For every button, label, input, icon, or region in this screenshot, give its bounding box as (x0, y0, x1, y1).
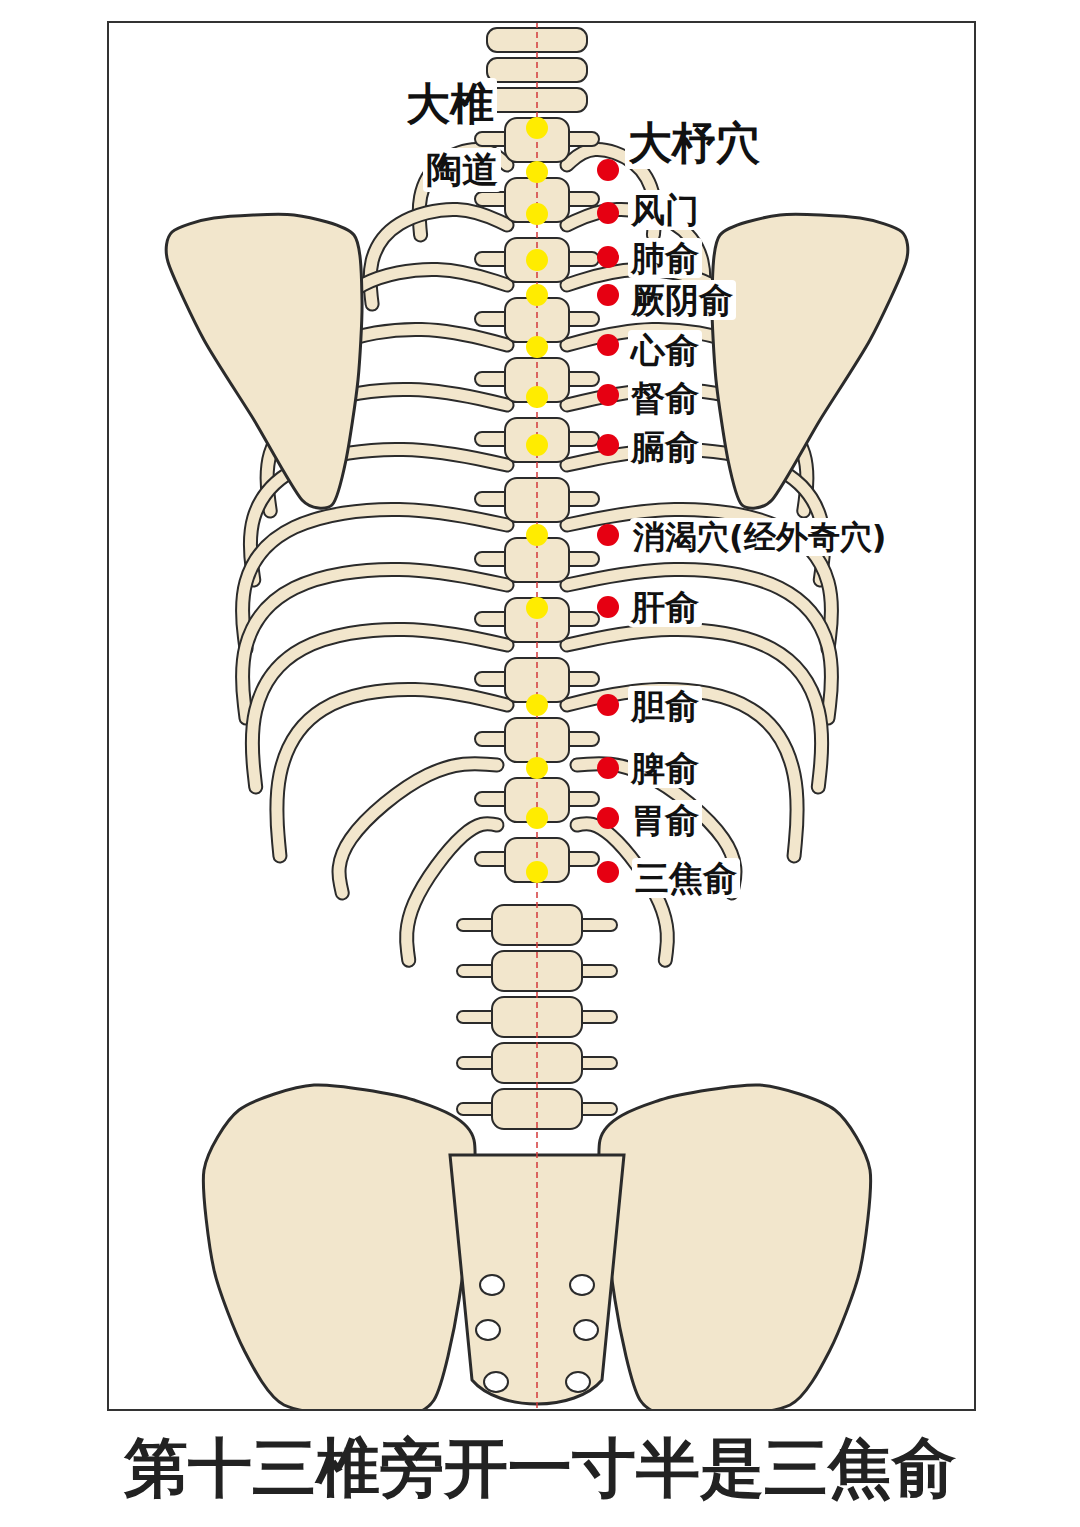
du-meridian-point (526, 861, 548, 883)
du-meridian-point (526, 336, 548, 358)
du-meridian-point (526, 524, 548, 546)
sacral-foramen (566, 1372, 590, 1392)
acupoint-label: 厥阴俞 (628, 280, 736, 321)
acupoint-label: 肺俞 (628, 238, 702, 279)
sacral-foramen (570, 1275, 594, 1295)
bladder-meridian-point (597, 524, 619, 546)
rib (407, 824, 497, 961)
bladder-meridian-point (597, 694, 619, 716)
acupoint-label: 膈俞 (628, 427, 702, 468)
iliac-wing (203, 1085, 475, 1410)
acupoint-label: 风门 (628, 190, 702, 231)
du-meridian-point (526, 694, 548, 716)
bladder-meridian-point (597, 596, 619, 618)
sacral-foramen (574, 1320, 598, 1340)
acupoint-label: 陶道 (423, 148, 501, 191)
scapula (712, 214, 908, 508)
acupoint-label: 大椎 (403, 78, 497, 131)
bladder-meridian-point (597, 159, 619, 181)
sacral-foramen (476, 1320, 500, 1340)
du-meridian-point (526, 807, 548, 829)
frame-border (108, 22, 975, 1410)
du-meridian-point (526, 597, 548, 619)
iliac-wing (599, 1085, 871, 1410)
bladder-meridian-point (597, 334, 619, 356)
acupoint-label: 胆俞 (628, 686, 702, 727)
cervical-vertebra (487, 88, 587, 112)
cervical-vertebra (487, 58, 587, 82)
acupoint-label: 胃俞 (628, 800, 702, 841)
sacral-foramen (484, 1372, 508, 1392)
acupoint-label: 脾俞 (628, 748, 702, 789)
scapula (166, 214, 362, 508)
bladder-meridian-point (597, 757, 619, 779)
acupoint-label: 督俞 (628, 378, 702, 419)
du-meridian-point (526, 203, 548, 225)
acupoint-label: 消渴穴(经外奇穴) (630, 518, 889, 556)
du-meridian-point (526, 161, 548, 183)
du-meridian-point (526, 117, 548, 139)
du-meridian-point (526, 434, 548, 456)
acupoint-label: 大杼穴 (625, 117, 763, 170)
sacral-foramen (480, 1275, 504, 1295)
cervical-vertebra (487, 28, 587, 52)
bladder-meridian-point (597, 861, 619, 883)
bladder-meridian-point (597, 807, 619, 829)
du-meridian-point (526, 386, 548, 408)
acupoint-label: 肝俞 (628, 587, 702, 628)
caption: 第十三椎旁开一寸半是三焦俞 (124, 1430, 956, 1507)
bladder-meridian-point (597, 434, 619, 456)
bladder-meridian-point (597, 284, 619, 306)
du-meridian-point (526, 757, 548, 779)
bladder-meridian-point (597, 384, 619, 406)
bladder-meridian-point (597, 202, 619, 224)
acupoint-label: 三焦俞 (632, 858, 740, 899)
bladder-meridian-point (597, 246, 619, 268)
acupoint-label: 心俞 (628, 330, 702, 371)
du-meridian-point (526, 249, 548, 271)
rib-outline (407, 824, 497, 961)
du-meridian-point (526, 284, 548, 306)
